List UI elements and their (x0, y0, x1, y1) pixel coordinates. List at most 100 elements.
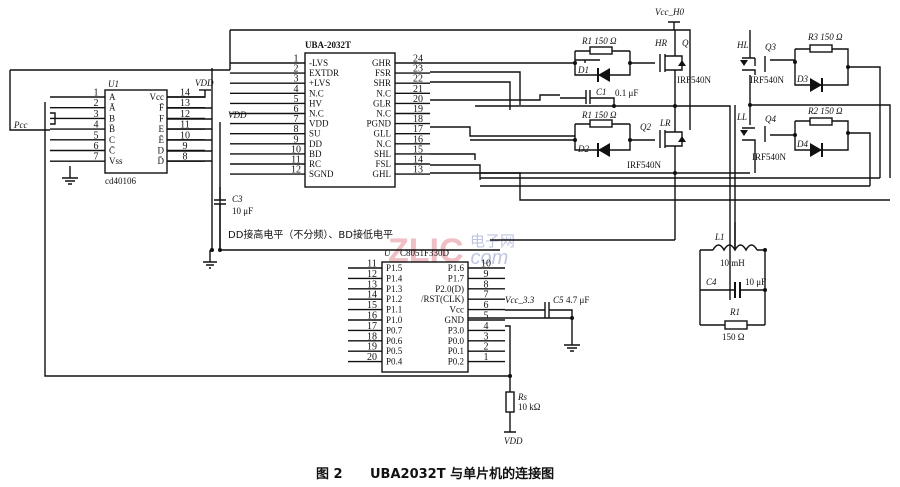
junction-dot (673, 171, 677, 175)
schematic-label: R3 150 Ω (807, 32, 843, 42)
schematic-label: C4 (706, 277, 717, 287)
schematic-label: D1 (577, 65, 589, 75)
schematic-label: IRF540N (677, 75, 712, 85)
schematic-label: D3 (796, 74, 808, 84)
pin-number: 12 (367, 269, 377, 280)
pin-number: 8 (183, 152, 188, 163)
wire (575, 59, 600, 63)
wire (810, 143, 822, 157)
pin-label: P1.2 (386, 294, 402, 304)
pin-label: PGND (366, 119, 391, 129)
junction-dot (210, 248, 214, 252)
pin-number: 17 (413, 124, 423, 135)
pin-label: P1.1 (386, 305, 402, 315)
pin-number: 7 (94, 152, 99, 163)
wire (504, 376, 516, 433)
wire (167, 90, 206, 98)
wire (430, 62, 890, 201)
pin-label: FSL (375, 159, 391, 169)
pin-number: 12 (180, 109, 190, 120)
schematic-label: R1 150 Ω (581, 36, 617, 46)
pin-number: 13 (180, 98, 190, 109)
pin-label: N.C (309, 88, 324, 98)
component-body (589, 46, 613, 55)
uba-pin: 21N.C (376, 84, 430, 98)
pin-label: HV (309, 98, 322, 108)
pin-label: P2.0(D) (435, 284, 464, 294)
pin-number: 11 (291, 155, 301, 166)
pin-label: P0.7 (386, 325, 403, 335)
schematic-label: Vcc_H0 (655, 7, 684, 17)
junction-dot (612, 104, 616, 108)
pin-label: EXTDR (309, 68, 339, 78)
schematic-label: U1 (108, 79, 119, 89)
junction-dot (763, 288, 767, 292)
pin-label: GND (445, 315, 465, 325)
pin-number: 9 (294, 134, 299, 145)
wire (734, 282, 741, 298)
pin-number: 5 (294, 94, 299, 105)
wire (598, 143, 610, 157)
wire (203, 261, 217, 269)
pin-label: /RST(CLK) (421, 294, 464, 304)
pin-number: 2 (484, 342, 489, 353)
pin-number: 8 (484, 279, 489, 290)
pin-label: Ē (159, 135, 165, 145)
pin-number: 10 (481, 259, 491, 270)
pin-number: 5 (484, 311, 489, 322)
wire (564, 344, 580, 352)
schematic-label: 0.1 μF (615, 88, 638, 98)
pin-label: P1.7 (448, 273, 465, 283)
schematic-label: IRF540N (750, 75, 785, 85)
schematic-label: IRF540N (627, 160, 662, 170)
pin-label: C̄ (109, 146, 115, 156)
pin-number: 5 (94, 130, 99, 141)
junction-dot (570, 316, 574, 320)
pin-label: N.C (376, 88, 391, 98)
pin-number: 4 (294, 84, 299, 95)
wire (740, 60, 748, 66)
wire (9, 69, 510, 377)
mcu-pin: 1P0.2 (448, 352, 505, 367)
pin-number: 11 (180, 120, 190, 131)
schematic-label: Q (682, 38, 689, 48)
pin-label: P1.6 (448, 263, 465, 273)
junction-dot (846, 65, 850, 69)
pin-number: 9 (183, 141, 188, 152)
pin-label: B̄ (109, 124, 115, 134)
schematic-label: Q2 (640, 122, 651, 132)
component-body (809, 117, 833, 126)
schematic-label: 10 kΩ (518, 402, 541, 412)
component-body (505, 391, 515, 413)
wire (659, 30, 683, 106)
schematic-label: Rs (517, 392, 527, 402)
schematic-label: 10 μF (232, 206, 253, 216)
pin-label: P0.0 (448, 336, 465, 346)
pin-number: 8 (294, 124, 299, 135)
pin-label: E (159, 124, 165, 134)
schematic-label: DD接高电平（不分频）、BD接低电平 (228, 228, 393, 241)
schematic-label: IRF540N (752, 152, 787, 162)
schematic-label: VDD (195, 78, 214, 88)
pin-number: 14 (413, 155, 423, 166)
junction-dot (748, 103, 752, 107)
wire (678, 60, 686, 66)
pin-label: P1.0 (386, 315, 403, 325)
pin-number: 18 (367, 331, 377, 342)
pin-number: 20 (367, 352, 377, 363)
wire (209, 187, 226, 262)
pin-label: +LVS (309, 78, 330, 88)
mcu-pin: 9P1.7 (448, 269, 505, 283)
